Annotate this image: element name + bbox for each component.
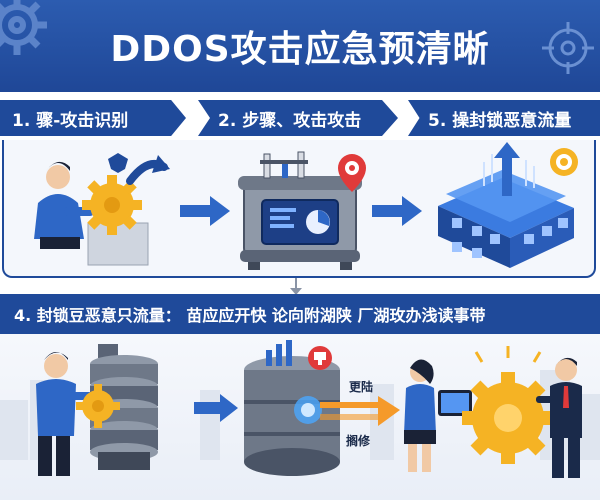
step-4-label: 4. 封锁豆恶意只流量： 苗应应开快 论向附湖陕 厂湖玫办浅读事带 (0, 294, 600, 334)
flow-arrow-icon (372, 196, 422, 226)
gear-icon (0, 0, 47, 55)
flow-upper-label: 更陆 (349, 380, 374, 394)
trophy-alert-icon (308, 346, 332, 370)
target-icon (542, 22, 594, 74)
engineer-with-server-illustration (36, 344, 158, 476)
alert-pin-icon (338, 154, 366, 192)
page-title: DDOS攻击应急预清晰 (110, 29, 490, 70)
gear-icon (462, 372, 554, 464)
person-at-desk-illustration (34, 153, 170, 266)
step-1-label: 1. 骤-攻击识别 (0, 100, 186, 136)
flow-lower-label: 搁修 (346, 434, 371, 448)
gear-icon (82, 175, 142, 235)
step-3-label: 5. 操封锁恶意流量 (408, 100, 600, 136)
gear-icon (76, 384, 120, 428)
protected-server-illustration (244, 340, 400, 476)
header-banner: DDOS攻击应急预清晰 (0, 0, 600, 92)
flow-arrow-icon (194, 394, 238, 422)
server-device-illustration (238, 151, 366, 270)
step-2-label: 2. 步骤、攻击攻击 (198, 100, 398, 136)
down-arrow-icon (290, 278, 302, 295)
flow-arrow-icon (180, 196, 230, 226)
team-with-gear-illustration (404, 346, 582, 478)
gear-icon (550, 148, 578, 176)
blocked-traffic-blocks-illustration (438, 142, 578, 268)
